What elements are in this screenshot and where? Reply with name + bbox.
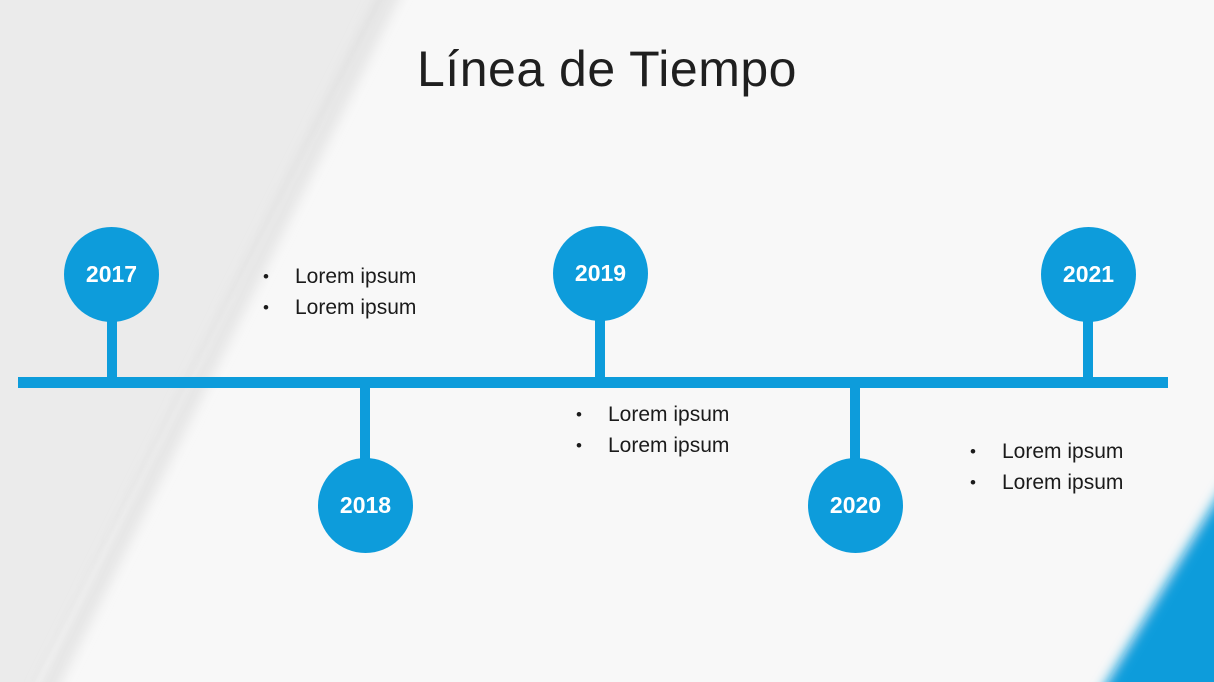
note-text: Lorem ipsum bbox=[1002, 470, 1124, 494]
list-item: • Lorem ipsum bbox=[572, 399, 729, 430]
year-label: 2020 bbox=[829, 492, 882, 518]
bullet-icon: • bbox=[263, 297, 269, 317]
timeline-node-2017: 2017 bbox=[64, 227, 159, 322]
list-item: • Lorem ipsum bbox=[259, 292, 416, 323]
background-corner-triangle bbox=[1107, 503, 1214, 682]
timeline-node-2018: 2018 bbox=[318, 458, 413, 553]
timeline-connector-2018 bbox=[360, 382, 370, 464]
year-label: 2021 bbox=[1062, 261, 1115, 287]
note-text: Lorem ipsum bbox=[608, 402, 730, 426]
bullet-icon: • bbox=[576, 404, 582, 424]
timeline-node-2021: 2021 bbox=[1041, 227, 1136, 322]
year-label: 2018 bbox=[339, 492, 392, 518]
note-text: Lorem ipsum bbox=[1002, 439, 1124, 463]
note-list-2021: • Lorem ipsum • Lorem ipsum bbox=[966, 436, 1123, 498]
list-item: • Lorem ipsum bbox=[966, 436, 1123, 467]
note-text: Lorem ipsum bbox=[295, 264, 417, 288]
timeline-connector-2017 bbox=[107, 310, 117, 385]
year-label: 2017 bbox=[85, 261, 138, 287]
list-item: • Lorem ipsum bbox=[259, 261, 416, 292]
note-text: Lorem ipsum bbox=[295, 295, 417, 319]
background-diagonal-shadow bbox=[38, 0, 399, 682]
background-left-diagonal-panel bbox=[0, 0, 383, 682]
timeline-connector-2019 bbox=[595, 310, 605, 385]
timeline-axis bbox=[18, 377, 1168, 388]
list-item: • Lorem ipsum bbox=[966, 467, 1123, 498]
timeline-connector-2020 bbox=[850, 382, 860, 464]
list-item: • Lorem ipsum bbox=[572, 430, 729, 461]
bullet-icon: • bbox=[970, 441, 976, 461]
year-label: 2019 bbox=[574, 260, 627, 286]
note-list-2019: • Lorem ipsum • Lorem ipsum bbox=[572, 399, 729, 461]
bullet-icon: • bbox=[970, 472, 976, 492]
note-list-2017: • Lorem ipsum • Lorem ipsum bbox=[259, 261, 416, 323]
timeline-connector-2021 bbox=[1083, 310, 1093, 385]
timeline-node-2020: 2020 bbox=[808, 458, 903, 553]
note-text: Lorem ipsum bbox=[608, 433, 730, 457]
slide-title: Línea de Tiempo bbox=[417, 41, 797, 97]
bullet-icon: • bbox=[576, 435, 582, 455]
timeline-node-2019: 2019 bbox=[553, 226, 648, 321]
bullet-icon: • bbox=[263, 266, 269, 286]
